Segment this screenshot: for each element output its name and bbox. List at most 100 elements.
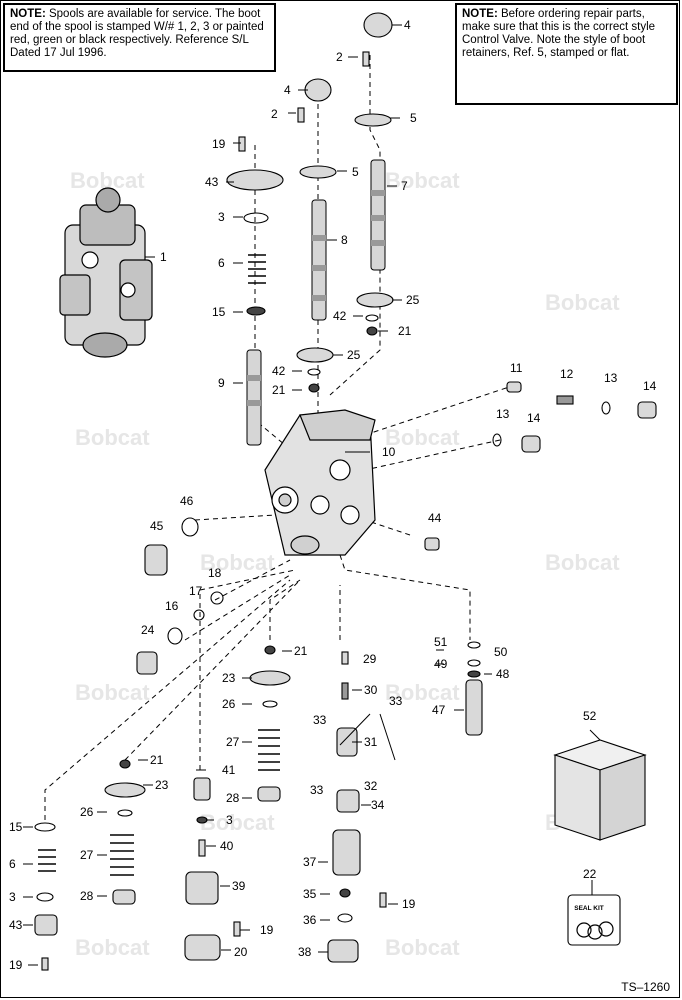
watermark-text: Bobcat [200,550,275,575]
callout-c43b: 43 [9,918,23,932]
callout-c5a: 5 [410,111,417,125]
callout-c42a: 42 [333,309,347,323]
watermark-text: Bobcat [385,425,460,450]
callout-c39: 39 [232,879,246,893]
callout-c33a: 33 [313,713,327,727]
callout-c22: 22 [583,867,597,881]
callout-c33b: 33 [389,694,403,708]
callout-c21c: 21 [294,644,308,658]
callout-c3b: 3 [226,813,233,827]
callout-c15a: 15 [212,305,226,319]
note-right-text: Before ordering repair parts, make sure … [462,8,656,59]
callout-c31: 31 [364,735,378,749]
callout-c13a: 13 [604,371,618,385]
watermark-text: Bobcat [200,810,275,835]
callout-c24: 24 [141,623,155,637]
control-valve-assembly-view [59,187,153,358]
callout-c50: 50 [494,645,508,659]
callout-c19d: 19 [9,958,23,972]
callout-c48: 48 [496,667,510,681]
callout-c11: 11 [510,361,523,375]
callout-c12: 12 [560,367,574,381]
callout-c33c: 33 [310,783,324,797]
callout-c27b: 27 [80,848,94,862]
callout-c1: 1 [160,250,167,264]
callout-c37: 37 [303,855,317,869]
callout-c19c: 19 [260,923,274,937]
callout-c26b: 26 [80,805,94,819]
callout-c47: 47 [432,703,446,717]
seal-kit-rings [576,921,614,940]
callout-c4b: 4 [284,83,291,97]
callout-c46: 46 [180,494,194,508]
watermark-text: Bobcat [75,680,150,705]
callout-leaders [23,24,601,966]
watermark-text: Bobcat [385,680,460,705]
small-parts [34,12,657,971]
callout-c52: 52 [583,709,597,723]
callout-c42b: 42 [272,364,286,378]
callout-c18: 18 [208,566,222,580]
callout-c29: 29 [363,652,377,666]
callout-c8: 8 [341,233,348,247]
callout-c6b: 6 [9,857,16,871]
callout-c27a: 27 [226,735,240,749]
callout-c10: 10 [382,445,396,459]
callout-c15b: 15 [9,820,23,834]
callout-c13b: 13 [496,407,510,421]
callout-c45: 45 [150,519,164,533]
callout-c2b: 2 [271,107,278,121]
watermark-text: Bobcat [75,425,150,450]
callout-c40: 40 [220,839,234,853]
callout-c19a: 19 [212,137,226,151]
callout-c14a: 14 [643,379,657,393]
note-right-label: NOTE: [462,8,498,20]
callout-c14b: 14 [527,411,541,425]
watermark-text: Bobcat [545,550,620,575]
note-ordering-parts: NOTE: Before ordering repair parts, make… [455,3,678,105]
seal-kit-label: SEAL KIT [574,905,604,912]
callout-c25b: 25 [347,348,361,362]
spools [246,159,386,446]
callout-c43a: 43 [205,175,219,189]
callout-c21a: 21 [398,324,412,338]
callout-c49: 49 [434,657,448,671]
watermark-text: Bobcat [385,935,460,960]
callout-c4a: 4 [404,18,411,32]
callout-c34: 34 [371,798,385,812]
callout-c3c: 3 [9,890,16,904]
callout-c32: 32 [364,779,378,793]
watermark-text: Bobcat [385,168,460,193]
callout-c7: 7 [401,179,408,193]
callout-c19b: 19 [402,897,416,911]
callout-c21b: 21 [272,383,286,397]
callout-c28b: 28 [80,889,94,903]
callout-c9: 9 [218,376,225,390]
callout-c20: 20 [234,945,248,959]
callout-c21d: 21 [150,753,164,767]
callout-c25a: 25 [406,293,420,307]
callout-c23a: 23 [222,671,236,685]
callout-c26a: 26 [222,697,236,711]
springs [38,254,280,876]
callout-c23b: 23 [155,778,169,792]
watermark-text: Bobcat [545,290,620,315]
callout-c51: 51 [434,635,448,649]
callout-c6a: 6 [218,256,225,270]
valve-body [264,409,376,556]
callout-c16: 16 [165,599,179,613]
note-left-label: NOTE: [10,8,46,20]
callout-c3a: 3 [218,210,225,224]
drawing-reference-code: TS–1260 [621,980,670,994]
callout-c35: 35 [303,887,317,901]
callout-c17: 17 [189,584,203,598]
callout-c41: 41 [222,763,236,777]
callout-c2a: 2 [336,50,343,64]
note-left-text: Spools are available for service. The bo… [10,8,264,59]
note-spools-service: NOTE: Spools are available for service. … [3,3,276,72]
